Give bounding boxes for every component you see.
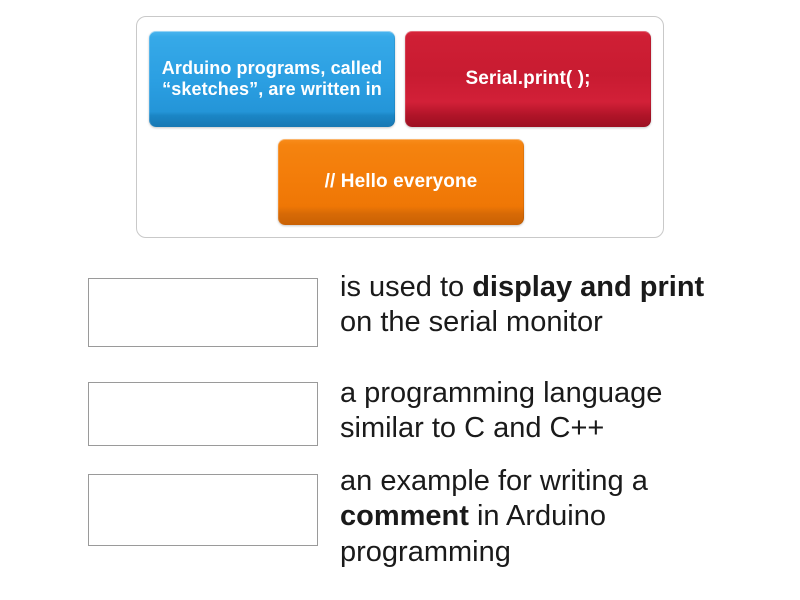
dropzone-2[interactable] (88, 382, 318, 446)
answer-row: is used to display and print on the seri… (88, 271, 740, 347)
draggable-tile-orange[interactable]: // Hello everyone (278, 139, 524, 225)
draggable-tile-red[interactable]: Serial.print( ); (405, 31, 651, 127)
definition-text-2: a programming language similar to C and … (340, 377, 663, 445)
answer-row: a programming language similar to C and … (88, 377, 740, 447)
tile-bank: Arduino programs, called “sketches”, are… (136, 16, 664, 238)
dropzone-3[interactable] (88, 474, 318, 546)
answer-row: an example for writing a comment in Ardu… (88, 465, 740, 570)
draggable-tile-blue[interactable]: Arduino programs, called “sketches”, are… (149, 31, 395, 127)
definition-text-3: an example for writing a comment in Ardu… (340, 465, 648, 568)
dropzone-1[interactable] (88, 278, 318, 347)
definition-text-1: is used to display and print on the seri… (340, 271, 705, 339)
